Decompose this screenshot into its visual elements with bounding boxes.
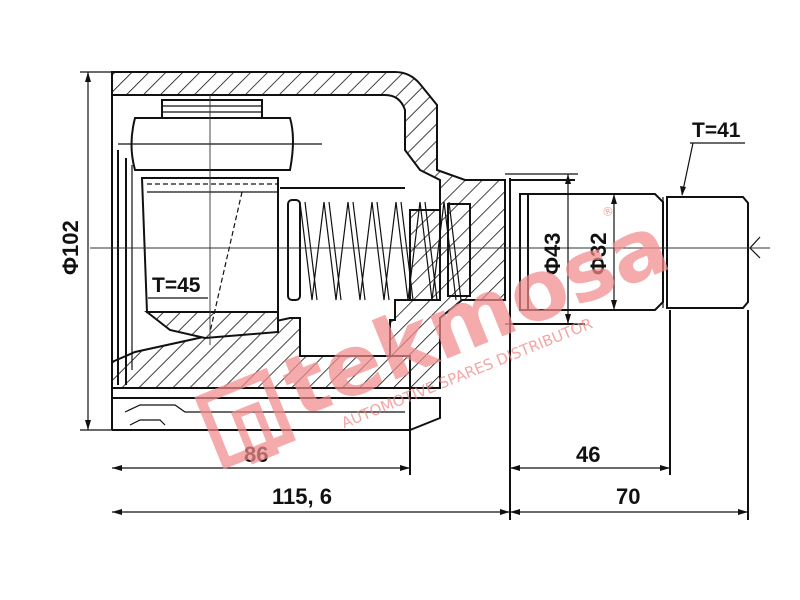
dim-outer-diameter: Φ102 xyxy=(58,71,112,431)
outer-diameter-label: Φ102 xyxy=(58,220,83,275)
spring xyxy=(280,187,471,301)
total-right-length-label: 70 xyxy=(616,484,640,509)
total-left-length-label: 115, 6 xyxy=(272,484,332,509)
roller-bearing xyxy=(118,99,322,333)
watermark-logo-icon xyxy=(194,367,296,470)
dim-115-6: 115, 6 xyxy=(112,484,510,515)
shaft-diameter-32-label: Φ32 xyxy=(586,232,611,275)
watermark-registered: ® xyxy=(600,203,616,220)
dim-46: 46 xyxy=(510,442,670,471)
boot-ring xyxy=(117,150,133,385)
inner-teeth-label: T=45 xyxy=(152,274,201,297)
outer-teeth-callout: T=41 xyxy=(680,119,745,196)
spline-length-label: 46 xyxy=(576,442,600,467)
dim-70: 70 xyxy=(510,484,748,515)
shaft-diameter-43-label: Φ43 xyxy=(540,232,565,275)
outer-teeth-label: T=41 xyxy=(692,119,741,142)
inner-teeth-callout: T=45 xyxy=(148,274,208,299)
housing-section xyxy=(111,71,506,389)
dim-shaft-diameters: Φ43 Φ32 xyxy=(505,173,617,325)
